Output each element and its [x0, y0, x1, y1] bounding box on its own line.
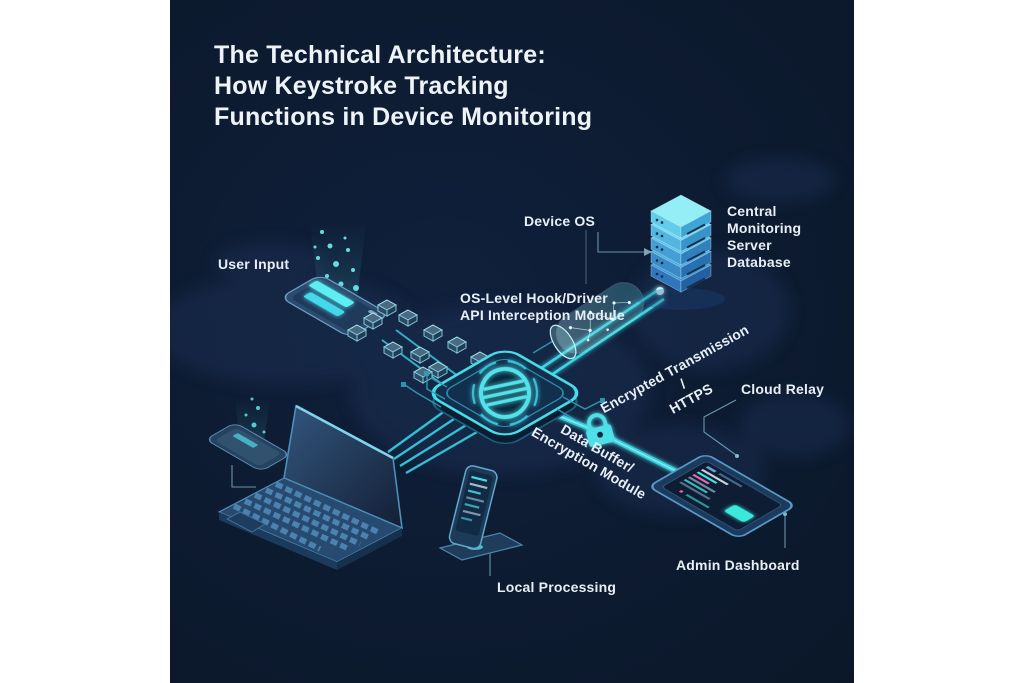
tablet-dashboard-icon — [651, 455, 793, 537]
interception-chip-icon — [401, 340, 605, 445]
infographic-panel: The Technical Architecture: How Keystrok… — [170, 0, 854, 683]
label-admin-dashboard: Admin Dashboard — [676, 557, 800, 573]
label-cloud-relay: Cloud Relay — [741, 381, 825, 397]
server-link-node — [656, 287, 664, 295]
label-user-input: User Input — [218, 256, 290, 272]
connector-admin-dashboard — [783, 512, 787, 548]
architecture-illustration — [170, 158, 850, 576]
chip-traces — [401, 340, 605, 422]
keystroke-cube-icon — [346, 299, 491, 384]
connector-cloud-relay — [703, 399, 739, 458]
smartphone-icon — [284, 276, 386, 336]
label-central-server: Central Monitoring Server Database — [727, 203, 802, 270]
laptop-icon — [217, 404, 404, 570]
label-device-os: Device OS — [524, 213, 596, 229]
connector-device-os — [585, 230, 652, 284]
server-stack-icon — [637, 194, 725, 310]
label-hook-module: OS-Level Hook/Driver API Interception Mo… — [460, 290, 625, 323]
label-local-processing: Local Processing — [497, 579, 617, 595]
padlock-icon — [586, 413, 615, 448]
connector-secondary-phone — [231, 465, 256, 488]
secondary-smartphone-icon — [208, 424, 288, 470]
pipeline-cylinder-icon — [549, 282, 645, 360]
page-title: The Technical Architecture: How Keystrok… — [214, 41, 593, 131]
standing-phone-icon — [438, 465, 524, 561]
